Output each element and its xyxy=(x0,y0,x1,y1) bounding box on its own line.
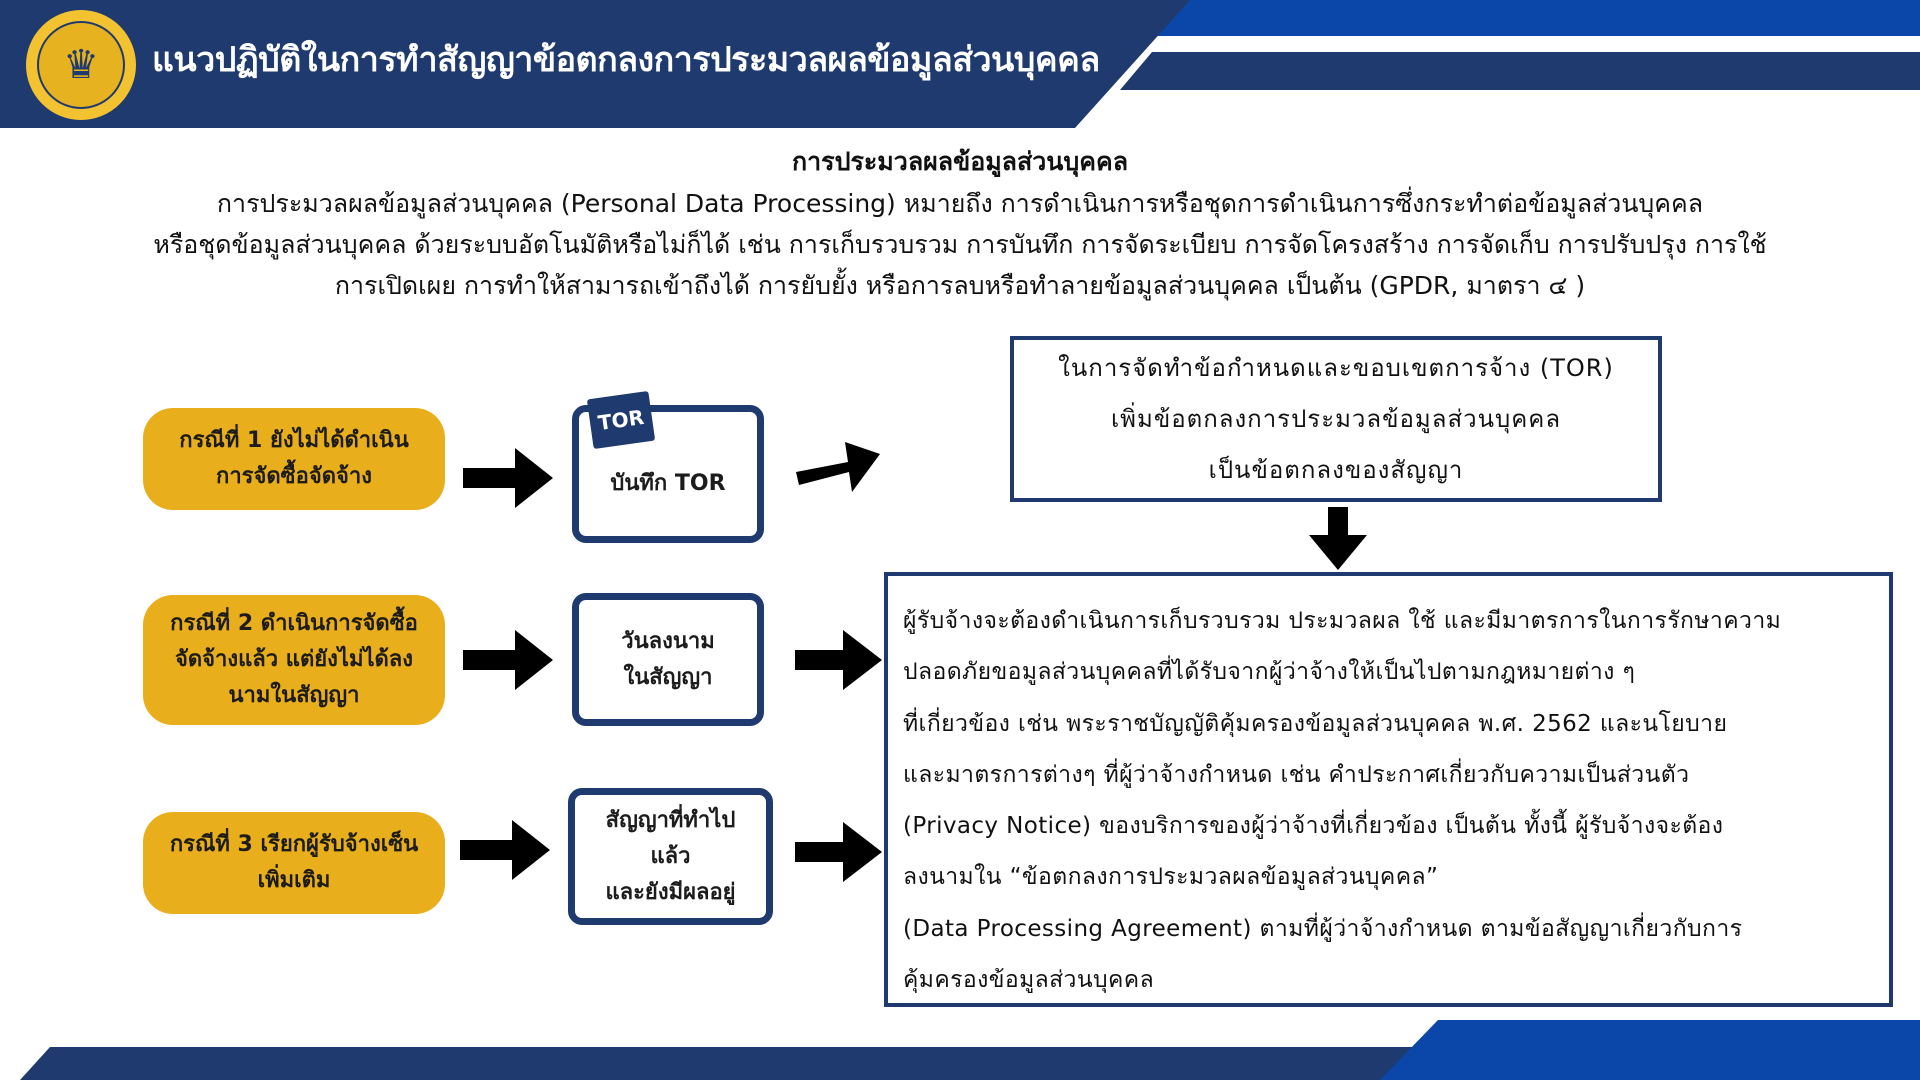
definition-line-3: การเปิดเผย การทำให้สามารถเข้าถึงได้ การย… xyxy=(334,271,1586,300)
arrow-tor-down xyxy=(1309,507,1367,570)
arrow-step3-right xyxy=(795,822,882,882)
obligation-line-6: ลงนามใน “ข้อตกลงการประมวลผลข้อมูลส่วนบุค… xyxy=(903,864,1439,891)
tor-requirement-box: ในการจัดทำข้อกำหนดและขอบเขตการจ้าง (TOR)… xyxy=(1010,336,1662,502)
step-signing-date-box: วันลงนาม ในสัญญา xyxy=(572,593,764,726)
header-stripe-mid xyxy=(1120,52,1920,90)
step-3-line-2: แล้ว xyxy=(650,843,691,869)
definition-title: การประมวลผลข้อมูลส่วนบุคคล xyxy=(791,147,1129,176)
case-1-line-2: การจัดซื้อจัดจ้าง xyxy=(216,464,372,489)
obligation-line-5: (Privacy Notice) ของบริการของผู้ว่าจ้างท… xyxy=(903,813,1724,840)
step-3-line-3: และยังมีผลอยู่ xyxy=(605,879,736,905)
case-2-pill: กรณีที่ 2 ดำเนินการจัดซื้อ จัดจ้างแล้ว แ… xyxy=(143,595,445,725)
header-banner: ♛ แนวปฏิบัติในการทำสัญญาข้อตกลงการประมวล… xyxy=(0,0,1920,128)
case-3-pill: กรณีที่ 3 เรียกผู้รับจ้างเซ็น เพิ่มเติม xyxy=(143,812,445,914)
arrow-case3-right xyxy=(460,820,550,880)
case-3-line-2: เพิ่มเติม xyxy=(257,868,331,893)
arrow-step2-right xyxy=(795,630,882,690)
case-2-line-2: จัดจ้างแล้ว แต่ยังไม่ได้ลง xyxy=(174,647,414,672)
footer-accent xyxy=(1380,1020,1920,1080)
obligation-line-4: และมาตรการต่างๆ ที่ผู้ว่าจ้างกำหนด เช่น … xyxy=(903,761,1690,788)
obligation-line-1: ผู้รับจ้างจะต้องดำเนินการเก็บรวบรวม ประม… xyxy=(903,608,1782,634)
arrow-step1-up-right xyxy=(796,442,880,492)
obligation-line-3: ที่เกี่ยวข้อง เช่น พระราชบัญญัติคุ้มครอง… xyxy=(903,710,1728,737)
definition-line-2: หรือชุดข้อมูลส่วนบุคคล ด้วยระบบอัตโนมัติ… xyxy=(153,230,1767,259)
obligation-line-7: (Data Processing Agreement) ตามที่ผู้ว่า… xyxy=(903,915,1743,942)
contractor-obligation-box: ผู้รับจ้างจะต้องดำเนินการเก็บรวบรวม ประม… xyxy=(884,572,1893,1007)
case-2-line-1: กรณีที่ 2 ดำเนินการจัดซื้อ xyxy=(170,611,418,636)
definition-line-1: การประมวลผลข้อมูลส่วนบุคคล (Personal Dat… xyxy=(216,189,1704,218)
header-background xyxy=(0,0,1920,128)
tor-box-line-1: ในการจัดทำข้อกำหนดและขอบเขตการจ้าง (TOR) xyxy=(1058,353,1614,382)
header-main-band xyxy=(0,0,1190,128)
case-3-line-1: กรณีที่ 3 เรียกผู้รับจ้างเซ็น xyxy=(169,832,419,857)
step-existing-contract-box: สัญญาที่ทำไป แล้ว และยังมีผลอยู่ xyxy=(568,788,773,925)
arrow-case2-right xyxy=(463,630,553,690)
tor-box-line-3: เป็นข้อตกลงของสัญญา xyxy=(1208,455,1464,484)
step-2-line-2: ในสัญญา xyxy=(623,664,713,690)
header-stripe-top xyxy=(1150,0,1920,36)
step-3-line-1: สัญญาที่ทำไป xyxy=(605,807,736,833)
case-2-line-3: นามในสัญญา xyxy=(228,683,360,708)
case-1-line-1: กรณีที่ 1 ยังไม่ได้ดำเนิน xyxy=(179,428,409,453)
obligation-line-8: คุ้มครองข้อมูลส่วนบุคคล xyxy=(903,967,1155,994)
tor-box-line-2: เพิ่มข้อตกลงการประมวลข้อมูลส่วนบุคคล xyxy=(1110,404,1562,433)
step-2-line-1: วันลงนาม xyxy=(621,628,715,654)
obligation-line-2: ปลอดภัยขอมูลส่วนบุคคลที่ได้รับจากผู้ว่าจ… xyxy=(903,659,1636,686)
page-title: แนวปฏิบัติในการทำสัญญาข้อตกลงการประมวลผล… xyxy=(152,40,1100,80)
department-seal-logo: ♛ xyxy=(22,6,140,124)
department-seal-icon: ♛ xyxy=(37,21,125,109)
step-1-label: บันทึก TOR xyxy=(610,471,726,496)
arrow-case1-right xyxy=(463,448,553,508)
case-1-pill: กรณีที่ 1 ยังไม่ได้ดำเนิน การจัดซื้อจัดจ… xyxy=(143,408,445,510)
